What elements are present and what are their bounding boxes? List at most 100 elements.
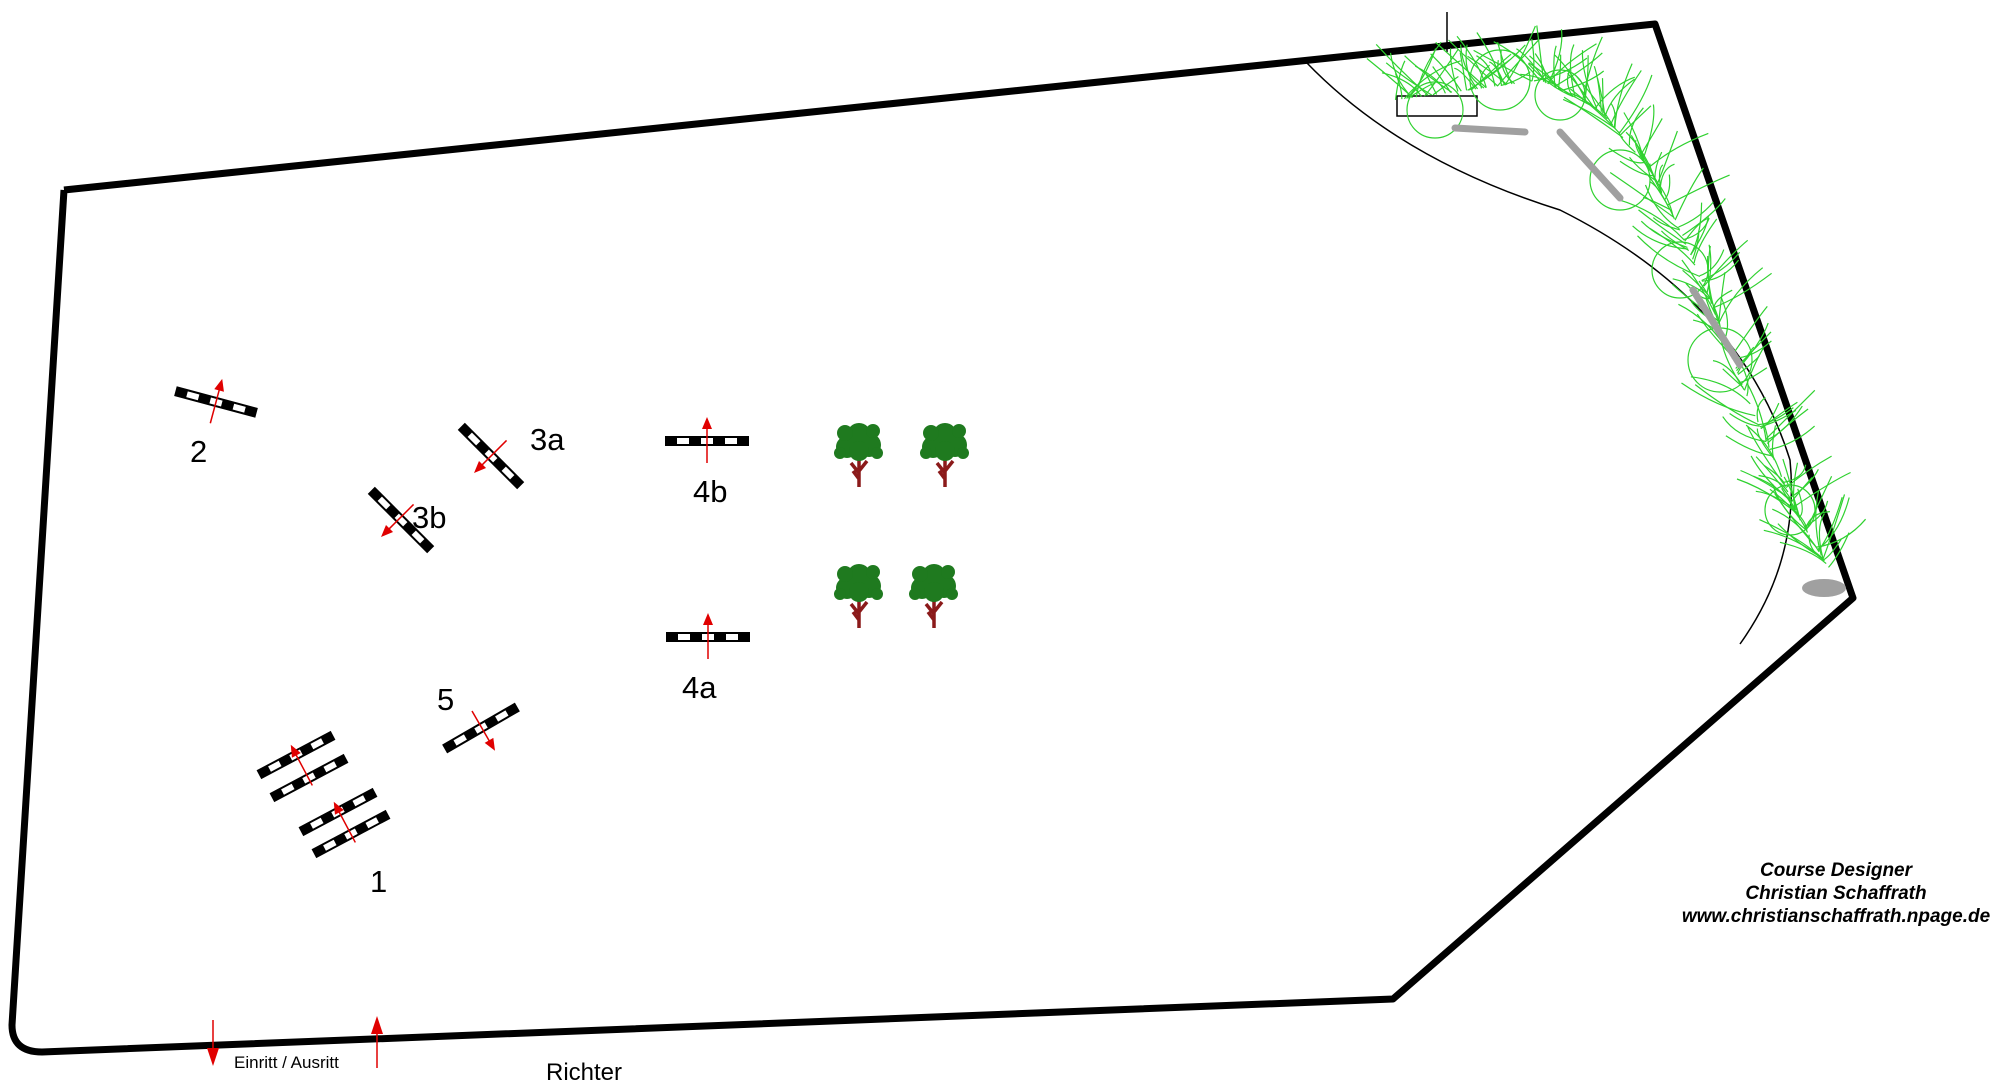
hedge-stroke bbox=[1759, 519, 1824, 560]
hedge-stroke bbox=[1682, 269, 1709, 295]
hedge-stroke bbox=[1468, 59, 1510, 91]
hedge-stroke bbox=[1722, 368, 1744, 388]
judge-label: Richter bbox=[546, 1059, 622, 1083]
hedge-stroke bbox=[1755, 456, 1792, 501]
arena-border bbox=[8, 20, 1857, 1056]
hedge-stroke bbox=[1527, 63, 1574, 98]
hedge-stroke bbox=[1430, 53, 1462, 92]
credit-line-3: www.christianschaffrath.npage.de bbox=[1682, 906, 1991, 927]
hedge-stroke bbox=[1562, 98, 1616, 130]
bench-icon bbox=[1451, 124, 1846, 597]
hedge-stroke bbox=[1654, 151, 1663, 180]
hedge-stroke bbox=[1699, 249, 1725, 277]
hedge-stroke bbox=[1740, 367, 1768, 383]
hedge-stroke bbox=[1818, 513, 1825, 559]
hedge-stroke bbox=[1637, 235, 1701, 278]
hedge-stroke bbox=[1649, 163, 1662, 193]
hedge-stroke bbox=[1656, 130, 1678, 185]
hedge-stroke bbox=[1394, 60, 1406, 100]
jump-label-3a: 3a bbox=[530, 422, 565, 457]
hedge-stroke bbox=[1706, 255, 1719, 322]
hedge-stroke bbox=[1762, 423, 1770, 448]
hedge-stroke bbox=[1759, 409, 1797, 428]
hedge-stroke bbox=[1678, 201, 1714, 228]
hedge-stroke bbox=[1718, 267, 1764, 324]
hedge-stroke bbox=[1756, 428, 1775, 459]
hedge-stroke bbox=[1769, 425, 1815, 450]
hedge-stroke bbox=[1641, 104, 1655, 162]
hedge-stroke bbox=[1725, 435, 1773, 457]
hedge-stroke bbox=[1674, 167, 1704, 221]
hedge-stroke bbox=[1745, 424, 1783, 477]
hedge-stroke bbox=[1563, 96, 1624, 139]
hedge-stroke bbox=[1473, 49, 1533, 82]
hedge-loop bbox=[1764, 484, 1816, 536]
hedge-stroke bbox=[1610, 70, 1642, 124]
hedge-loop bbox=[1651, 241, 1709, 299]
hedge-stroke bbox=[1617, 199, 1685, 241]
jump-1 bbox=[256, 730, 391, 859]
hedge-stroke bbox=[1581, 36, 1603, 102]
tree-icon bbox=[907, 562, 960, 630]
hedge-stroke bbox=[1772, 508, 1820, 553]
hedge-stroke bbox=[1684, 217, 1709, 242]
hedge-stroke bbox=[1808, 534, 1825, 562]
tree-icon bbox=[918, 421, 971, 489]
tree-icon bbox=[832, 421, 885, 489]
hedge-stroke bbox=[1647, 174, 1675, 220]
hedge-stroke bbox=[1759, 407, 1794, 426]
hedge-stroke bbox=[1454, 67, 1477, 90]
hedge-stroke bbox=[1690, 215, 1709, 256]
jump-label-3b: 3b bbox=[412, 500, 446, 535]
hedge-stroke bbox=[1664, 174, 1671, 201]
hedge-stroke bbox=[1500, 71, 1531, 87]
hedge-stroke bbox=[1531, 38, 1535, 82]
hedge-stroke bbox=[1381, 72, 1422, 97]
hedge-stroke bbox=[1746, 382, 1767, 442]
hedge-stroke bbox=[1528, 62, 1562, 91]
hedge-boundary-line bbox=[1305, 61, 1793, 645]
hedge-stroke bbox=[1818, 497, 1843, 552]
hedge-stroke bbox=[1406, 48, 1437, 99]
hedge-stroke bbox=[1647, 132, 1709, 169]
hedge-stroke bbox=[1718, 272, 1726, 324]
entrance-label: Einritt / Ausritt bbox=[234, 1053, 339, 1072]
hedge-stroke bbox=[1619, 160, 1653, 177]
hedge-stroke bbox=[1693, 218, 1718, 264]
hedge-stroke bbox=[1729, 413, 1760, 427]
credit-line-2: Christian Schaffrath bbox=[1745, 883, 1926, 904]
hedge-loop bbox=[1534, 69, 1586, 121]
exit-arrow-icon bbox=[371, 1016, 383, 1068]
hedge-stroke bbox=[1557, 54, 1562, 90]
hedge-stroke bbox=[1779, 541, 1827, 565]
jump-label-4b: 4b bbox=[693, 474, 727, 509]
hedge-stroke bbox=[1497, 60, 1507, 86]
hedge-stroke bbox=[1618, 74, 1653, 134]
hedge-corner-box bbox=[1396, 95, 1478, 117]
hedge-stroke bbox=[1766, 408, 1809, 445]
hedge-stroke bbox=[1629, 156, 1656, 181]
tree-icon bbox=[832, 562, 885, 630]
hedge-stroke bbox=[1758, 474, 1789, 493]
hedge-stroke bbox=[1803, 500, 1829, 528]
hedge-stroke bbox=[1681, 382, 1756, 417]
hedge-stroke bbox=[1771, 425, 1777, 461]
hedge-stroke bbox=[1640, 220, 1688, 248]
hedge-stroke bbox=[1403, 60, 1461, 100]
credit-line-1: Course Designer bbox=[1760, 860, 1914, 881]
hedge-stroke bbox=[1638, 118, 1663, 158]
hedge-stroke bbox=[1816, 518, 1867, 548]
hedge-stroke bbox=[1581, 50, 1598, 109]
hedge-loop bbox=[1589, 149, 1651, 211]
hedge-stroke bbox=[1459, 52, 1468, 91]
hedge-stroke bbox=[1667, 174, 1730, 206]
hedge-stroke bbox=[1593, 66, 1602, 112]
hedge-stroke bbox=[1792, 462, 1799, 511]
jump-label-4a: 4a bbox=[682, 670, 717, 705]
hedge-stroke bbox=[1570, 88, 1620, 134]
hedge-stroke bbox=[1712, 272, 1772, 309]
jump-label-5: 5 bbox=[437, 682, 454, 717]
hedge-stroke bbox=[1610, 102, 1616, 128]
hedge-stroke bbox=[1604, 78, 1635, 117]
